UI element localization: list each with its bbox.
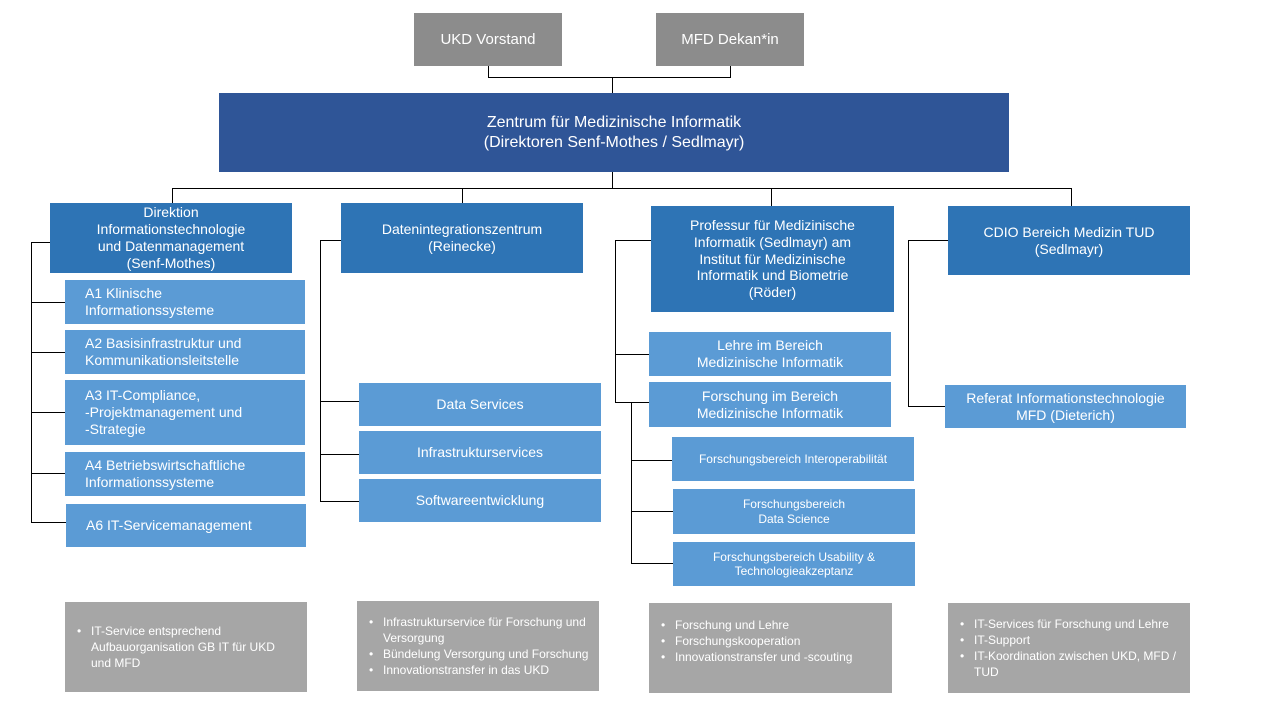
col2-unit-label: Softwareentwicklung <box>415 492 545 509</box>
col4-head-box: CDIO Bereich Medizin TUD (Sedlmayr) <box>948 206 1190 275</box>
note-item: Forschung und Lehre <box>661 617 882 633</box>
connector <box>612 172 613 189</box>
col3-unit-label: Forschung im Bereich Medizinische Inform… <box>696 387 844 421</box>
connector <box>908 240 948 241</box>
connector <box>31 412 65 413</box>
connector <box>488 77 731 78</box>
col3-notes: Forschung und Lehre Forschungskooperatio… <box>649 603 892 693</box>
col2-unit-box: Softwareentwicklung <box>359 479 601 522</box>
col3-subunit-label: Forschungsbereich Usability & Technologi… <box>712 549 876 578</box>
note-item: Innovationstransfer und -scouting <box>661 649 882 665</box>
connector <box>320 240 341 241</box>
center-title: Zentrum für Medizinische Informatik <box>486 114 742 132</box>
col3-subunit-box: Forschungsbereich Usability & Technologi… <box>673 542 915 586</box>
note-item: Bündelung Versorgung und Forschung <box>369 646 589 662</box>
connector <box>172 188 1072 189</box>
connector <box>172 188 173 204</box>
connector <box>612 77 613 94</box>
col1-unit-box: A3 IT-Compliance, -Projektmanagement und… <box>65 380 305 445</box>
note-item: IT-Services für Forschung und Lehre <box>960 616 1180 632</box>
col1-unit-label: A4 Betriebswirtschaftliche Informationss… <box>85 457 246 490</box>
col3-head-label: Professur für Medizinische Informatik (S… <box>690 217 855 301</box>
center-subtitle: (Direktoren Senf-Mothes / Sedlmayr) <box>483 133 745 151</box>
col3-subunit-label: Forschungsbereich Data Science <box>742 497 846 526</box>
col2-head-box: Datenintegrationszentrum (Reinecke) <box>341 203 583 273</box>
col4-notes: IT-Services für Forschung und Lehre IT-S… <box>948 603 1190 693</box>
connector <box>908 240 909 407</box>
col3-unit-box: Lehre im Bereich Medizinische Informatik <box>649 332 891 376</box>
ukd-vorstand-box: UKD Vorstand <box>414 13 562 66</box>
col3-unit-label: Lehre im Bereich Medizinische Informatik <box>696 337 844 370</box>
connector <box>31 522 66 523</box>
connector <box>488 66 489 78</box>
connector <box>771 188 772 206</box>
connector <box>615 354 649 355</box>
connector <box>31 242 32 523</box>
connector <box>631 402 632 564</box>
note-item: Forschungskooperation <box>661 633 882 649</box>
connector <box>31 302 65 303</box>
col3-subunit-box: Forschungsbereich Interoperabilität <box>672 437 914 481</box>
col3-head-box: Professur für Medizinische Informatik (S… <box>651 206 894 312</box>
connector <box>462 188 463 204</box>
connector <box>615 240 651 241</box>
col1-unit-label: A1 Klinische Informationssysteme <box>85 285 215 318</box>
connector <box>31 352 65 353</box>
center-box: Zentrum für Medizinische Informatik (Dir… <box>219 93 1009 172</box>
col2-head-label: Datenintegrationszentrum (Reinecke) <box>381 221 543 254</box>
col1-unit-box: A2 Basisinfrastruktur und Kommunikations… <box>65 330 305 374</box>
mfd-dekan-box: MFD Dekan*in <box>656 13 804 66</box>
col3-subunit-box: Forschungsbereich Data Science <box>673 489 915 534</box>
note-item: Innovationstransfer in das UKD <box>369 662 589 678</box>
connector <box>908 406 945 407</box>
col4-head-label: CDIO Bereich Medizin TUD (Sedlmayr) <box>983 223 1155 257</box>
mfd-dekan-label: MFD Dekan*in <box>681 30 779 48</box>
col4-unit-box: Referat Informationstechnologie MFD (Die… <box>945 385 1186 428</box>
col3-unit-box: Forschung im Bereich Medizinische Inform… <box>649 382 891 427</box>
col2-unit-box: Infrastrukturservices <box>359 431 601 474</box>
col2-notes: Infrastrukturservice für Forschung und V… <box>357 601 599 691</box>
connector <box>631 563 673 564</box>
col1-unit-label: A2 Basisinfrastruktur und Kommunikations… <box>85 335 242 368</box>
col3-subunit-label: Forschungsbereich Interoperabilität <box>698 451 888 466</box>
connector <box>31 473 65 474</box>
connector <box>31 242 51 243</box>
connector <box>320 501 359 502</box>
col1-unit-box: A1 Klinische Informationssysteme <box>65 280 305 324</box>
col1-head-box: Direktion Informationstechnologie und Da… <box>50 203 292 273</box>
col4-unit-label: Referat Informationstechnologie MFD (Die… <box>966 389 1165 423</box>
note-item: Infrastrukturservice für Forschung und V… <box>369 614 589 646</box>
note-item: IT-Koordination zwischen UKD, MFD / TUD <box>960 648 1180 680</box>
connector <box>615 240 616 403</box>
connector <box>320 454 359 455</box>
note-item: IT-Service entsprechend Aufbauorganisati… <box>77 623 297 672</box>
col1-notes: IT-Service entsprechend Aufbauorganisati… <box>65 602 307 692</box>
connector <box>1071 188 1072 206</box>
note-item: IT-Support <box>960 632 1180 648</box>
col1-unit-label: A3 IT-Compliance, -Projektmanagement und… <box>85 387 243 437</box>
ukd-vorstand-label: UKD Vorstand <box>440 30 536 48</box>
connector <box>631 460 672 461</box>
connector <box>615 402 649 403</box>
col1-head-label: Direktion Informationstechnologie und Da… <box>96 204 246 271</box>
col1-unit-box: A4 Betriebswirtschaftliche Informationss… <box>65 452 305 496</box>
col2-unit-label: Data Services <box>436 396 524 413</box>
col1-unit-box: A6 IT-Servicemanagement <box>66 504 306 547</box>
connector <box>320 401 359 402</box>
col2-unit-label: Infrastrukturservices <box>416 444 544 461</box>
connector <box>730 66 731 78</box>
col2-unit-box: Data Services <box>359 383 601 426</box>
connector <box>631 511 673 512</box>
col1-unit-label: A6 IT-Servicemanagement <box>86 517 252 534</box>
connector <box>320 240 321 502</box>
